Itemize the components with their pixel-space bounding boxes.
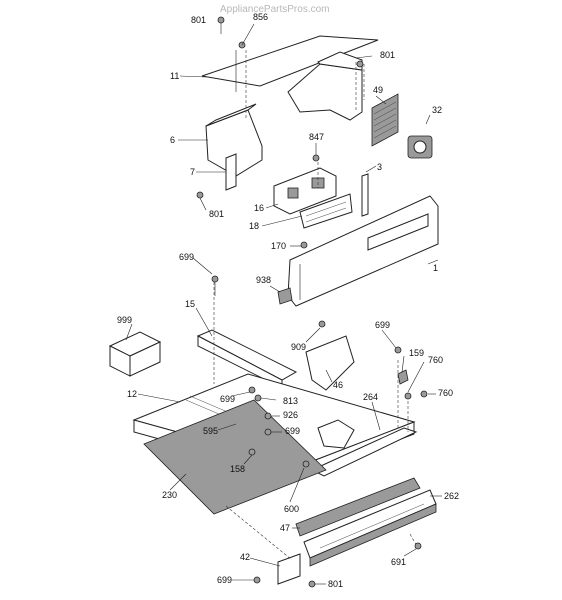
- screw-691: [414, 542, 422, 550]
- screw-909: [318, 320, 326, 328]
- box: [108, 331, 162, 377]
- label-49: 49: [373, 85, 383, 95]
- label-1: 1: [433, 263, 438, 273]
- label-909: 909: [291, 342, 306, 352]
- label-3: 3: [377, 162, 382, 172]
- side-panel: [205, 103, 263, 177]
- label-847: 847: [309, 132, 324, 142]
- rear-frame: [287, 51, 363, 121]
- screw-699-right: [394, 346, 402, 354]
- screw-699-mid: [264, 428, 272, 436]
- screw-801-left: [196, 191, 204, 199]
- label-699: 699: [220, 394, 235, 404]
- label-699: 699: [179, 252, 194, 262]
- label-699: 699: [217, 575, 232, 585]
- screw-856: [238, 23, 255, 49]
- screw-600: [302, 460, 310, 468]
- top-cover-panel: [201, 35, 379, 92]
- label-938: 938: [256, 275, 271, 285]
- leader-lines: [125, 55, 442, 585]
- label-691: 691: [391, 557, 406, 567]
- label-801: 801: [328, 579, 343, 589]
- bracket: [225, 153, 237, 191]
- label-699: 699: [285, 426, 300, 436]
- label-7: 7: [190, 167, 195, 177]
- screw-813: [254, 394, 262, 402]
- label-600: 600: [284, 504, 299, 514]
- vertical-bracket: [361, 173, 369, 217]
- screw-760-lower: [420, 390, 428, 398]
- label-813: 813: [283, 396, 298, 406]
- side-channel: [310, 427, 418, 477]
- label-801: 801: [191, 15, 206, 25]
- clip: [277, 287, 293, 305]
- vent-trim: [303, 489, 437, 567]
- foot-bracket: [277, 553, 301, 585]
- label-262: 262: [444, 491, 459, 501]
- label-170: 170: [271, 241, 286, 251]
- screw-801-foot: [308, 580, 316, 588]
- heat-sink-grille: [371, 93, 399, 147]
- label-6: 6: [170, 135, 175, 145]
- label-699: 699: [375, 320, 390, 330]
- label-16: 16: [254, 203, 264, 213]
- label-760: 760: [438, 388, 453, 398]
- screw-158: [248, 448, 256, 456]
- label-11: 11: [170, 71, 179, 81]
- label-801: 801: [209, 209, 224, 219]
- screw-760-upper: [404, 392, 412, 400]
- label-32: 32: [432, 105, 442, 115]
- screw-699-chassis: [248, 386, 256, 394]
- label-801: 801: [380, 50, 395, 60]
- screw-801-right: [356, 60, 364, 68]
- vent-grille: [295, 477, 421, 537]
- label-926: 926: [283, 410, 298, 420]
- lower-plate: [143, 399, 327, 515]
- label-47: 47: [280, 523, 290, 533]
- screw-801-top: [217, 16, 225, 34]
- watermark-text: AppliancePartsPros.com: [220, 4, 330, 15]
- cross-rail: [196, 329, 298, 389]
- label-15: 15: [185, 299, 195, 309]
- clip-159: [397, 369, 409, 385]
- label-856: 856: [253, 12, 268, 22]
- label-159: 159: [409, 348, 424, 358]
- label-264: 264: [363, 392, 378, 402]
- screw-699-foot: [253, 576, 261, 584]
- screw-170: [300, 241, 308, 249]
- relay-motor: [407, 114, 433, 159]
- label-42: 42: [240, 552, 250, 562]
- deflector: [305, 335, 355, 391]
- label-12: 12: [127, 389, 137, 399]
- label-46: 46: [333, 380, 343, 390]
- label-18: 18: [249, 221, 259, 231]
- label-230: 230: [162, 490, 177, 500]
- part-labels: 801 856 801 11 49 32 6 847 7 3 801 16 18…: [117, 12, 459, 589]
- screw-847: [312, 154, 320, 162]
- alignment-lines: [213, 50, 419, 561]
- blower-housing: [317, 419, 355, 449]
- label-999: 999: [117, 315, 132, 325]
- control-board: [273, 167, 353, 229]
- label-760: 760: [428, 355, 443, 365]
- screw-699-left: [211, 275, 219, 296]
- label-595: 595: [203, 426, 218, 436]
- label-158: 158: [230, 464, 245, 474]
- screw-926: [264, 412, 272, 420]
